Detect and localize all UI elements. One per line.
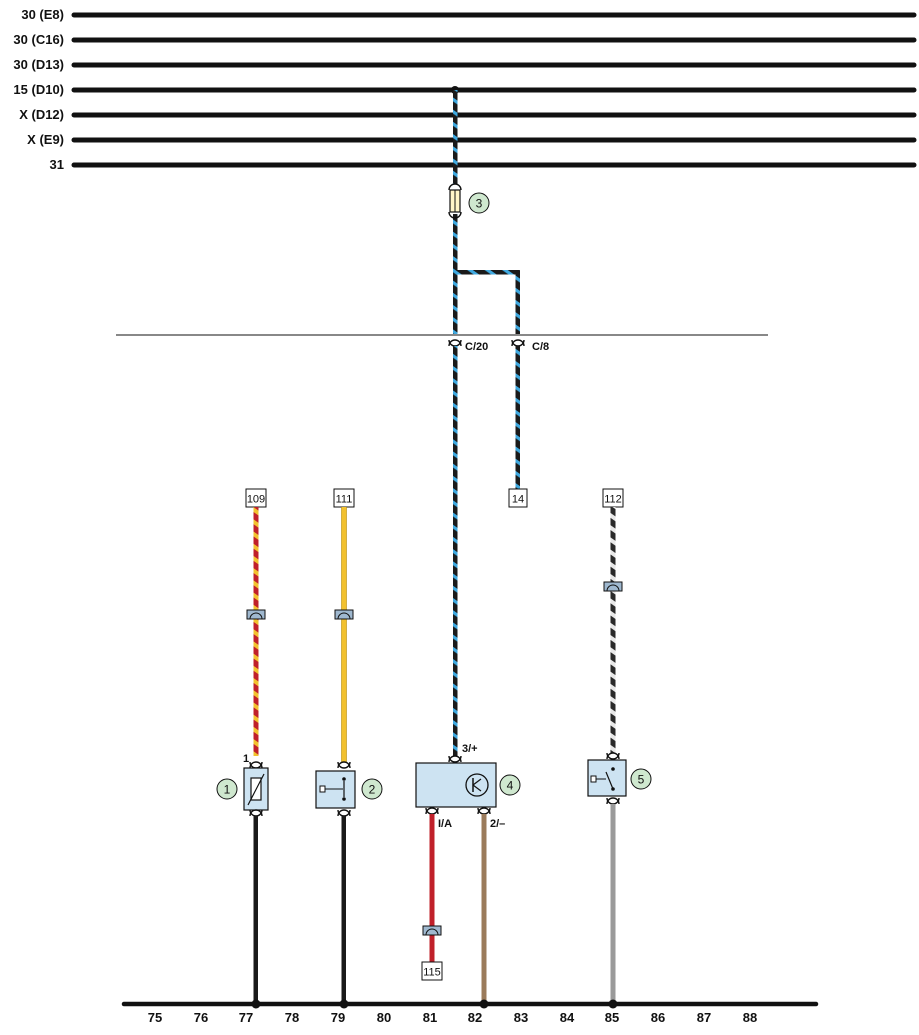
connector-c20-label: C/20 [465,341,488,353]
wire-red-yellow [253,507,259,756]
component-1-sensor: 1 [243,753,269,817]
splice-2 [334,609,354,620]
pin-label-3plus: 3/+ [462,743,478,755]
column-numbers: 75 76 77 78 79 80 81 82 83 84 85 86 87 8… [148,1010,757,1025]
bus-label-31: 31 [50,157,64,172]
column-number: 80 [377,1010,391,1025]
pin-label-ia: I/A [438,818,452,830]
wire-red-ia [429,814,435,962]
pin-label-1: 1 [243,753,249,765]
wire-brown-ground [481,814,487,1004]
column-number: 76 [194,1010,208,1025]
component-5-switch [587,752,627,805]
column-number: 85 [605,1010,619,1025]
wire-yellow [341,507,347,762]
bus-lines: 30 (E8) 30 (C16) 30 (D13) 15 (D10) X (D1… [13,7,917,172]
component-2-switch [315,761,356,817]
wire-c8-to-14 [515,346,520,489]
column-number: 81 [423,1010,437,1025]
column-number: 77 [239,1010,253,1025]
column-number: 83 [514,1010,528,1025]
splice-ia [422,925,442,936]
callout-5-text: 5 [638,773,645,787]
ground-dot-77 [251,999,261,1009]
wire-grey-ground [610,804,616,1004]
ref-box-109-text: 109 [247,494,265,506]
connector-c8: C/8 [511,339,549,353]
callout-2-text: 2 [369,783,376,797]
callout-1: 1 [216,778,238,800]
column-number: 79 [331,1010,345,1025]
callout-4-text: 4 [507,779,514,793]
wire-black-2-ground [341,816,346,1004]
splice-1 [246,609,266,620]
ref-box-14: 14 [508,488,528,508]
bus-label-x-e9: X (E9) [27,132,64,147]
ref-box-112-text: 112 [604,494,622,506]
connector-c8-label: C/8 [532,341,549,353]
bus-label-30-e8: 30 (E8) [21,7,64,22]
column-number: 87 [697,1010,711,1025]
ground-dot-82 [479,999,489,1009]
ref-box-111: 111 [333,488,355,508]
wire-black-1-ground [253,816,258,1004]
callout-4: 4 [499,774,521,796]
wire-fuse-feed [453,90,520,334]
wire-branch-horizontal [455,270,520,275]
column-number: 78 [285,1010,299,1025]
callout-2: 2 [361,778,383,800]
column-number: 82 [468,1010,482,1025]
column-number: 88 [743,1010,757,1025]
wire-black-blue-top [453,90,458,184]
wire-branch-vertical [515,270,520,334]
pin-label-2minus: 2/– [490,818,505,830]
ref-box-115: 115 [421,961,443,981]
bus-label-30-d13: 30 (D13) [13,57,64,72]
callout-1-text: 1 [224,783,231,797]
wire-c20-to-module [453,346,458,756]
ref-box-109: 109 [245,488,267,508]
ref-box-111-text: 111 [336,494,353,506]
fuse-3 [448,183,462,219]
bus-label-x-d12: X (D12) [19,107,64,122]
callout-3: 3 [468,192,490,214]
ground-dot-79 [339,999,349,1009]
bus-label-30-c16: 30 (C16) [13,32,64,47]
component-4-module: 3/+ I/A 2/– [415,743,505,830]
splice-5 [603,581,623,592]
bus-label-15-d10: 15 (D10) [13,82,64,97]
column-number: 84 [560,1010,575,1025]
ground-dot-85 [608,999,618,1009]
callout-3-text: 3 [476,197,483,211]
ref-box-112: 112 [602,488,624,508]
callout-5: 5 [630,768,652,790]
column-number: 86 [651,1010,665,1025]
column-number: 75 [148,1010,162,1025]
wire-black-white [610,507,616,753]
ref-box-115-text: 115 [423,967,441,979]
ref-box-14-text: 14 [512,494,524,506]
